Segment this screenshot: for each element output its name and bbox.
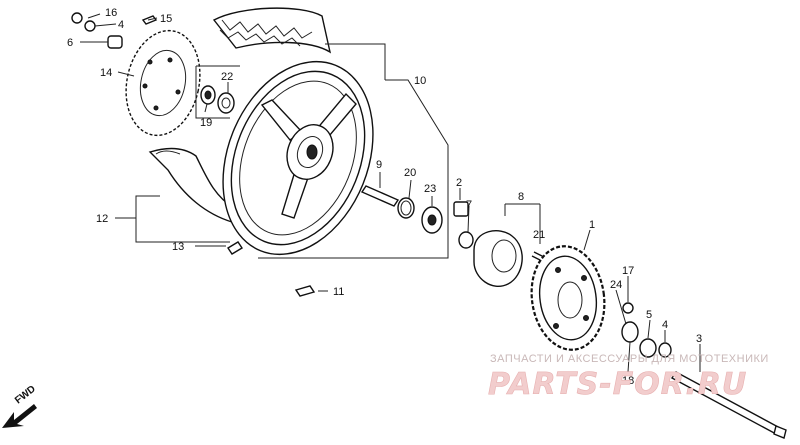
callout-1: 1 xyxy=(589,219,595,231)
callout-13: 13 xyxy=(172,241,184,253)
callout-17: 17 xyxy=(622,265,634,277)
leader-lines xyxy=(80,13,701,373)
watermark: ЗАПЧАСТИ И АКСЕССУАРЫ ДЛЯ МОТОТЕХНИКИ PA… xyxy=(488,353,769,402)
sprocket-drawing xyxy=(530,245,606,351)
axle-drawing xyxy=(670,371,787,439)
callout-6: 6 xyxy=(67,37,73,49)
bearings-left xyxy=(200,85,235,114)
callout-5: 5 xyxy=(646,309,652,321)
callout-23: 23 xyxy=(424,183,436,195)
watermark-tagline: ЗАПЧАСТИ И АКСЕССУАРЫ ДЛЯ МОТОТЕХНИКИ xyxy=(490,353,769,365)
callout-21: 21 xyxy=(533,229,545,241)
callout-10: 10 xyxy=(414,75,426,87)
callout-20: 20 xyxy=(404,167,416,179)
callout-11: 11 xyxy=(333,286,344,298)
rim-band-drawing xyxy=(148,147,235,223)
callout-2: 2 xyxy=(456,177,462,189)
callout-15: 15 xyxy=(160,13,172,25)
callout-24: 24 xyxy=(610,279,622,291)
callout-16: 16 xyxy=(105,7,117,19)
callout-labels: 16 4 15 6 14 22 19 10 9 20 23 2 7 8 21 1… xyxy=(67,7,702,387)
callout-4: 4 xyxy=(662,319,668,331)
callout-9: 9 xyxy=(376,159,382,171)
fwd-indicator: FWD xyxy=(2,384,38,428)
watermark-logo: PARTS-FOR.RU xyxy=(488,367,747,402)
callout-12: 12 xyxy=(96,213,108,225)
callout-8: 8 xyxy=(518,191,524,203)
right-hub-parts xyxy=(360,185,474,249)
fwd-arrow-icon xyxy=(2,404,37,428)
wheel-drawing xyxy=(222,60,374,256)
bolt-and-clip xyxy=(227,241,316,297)
callout-18: 18 xyxy=(622,375,634,387)
tire-drawing xyxy=(212,7,332,54)
callout-19: 19 xyxy=(200,117,212,129)
callout-22: 22 xyxy=(221,71,233,83)
callout-7: 7 xyxy=(466,199,472,211)
brake-disc-drawing xyxy=(125,29,201,137)
callout-3: 3 xyxy=(696,333,702,345)
fwd-label: FWD xyxy=(13,384,38,407)
right-small-parts xyxy=(621,302,672,358)
callout-4-top: 4 xyxy=(118,19,124,31)
callout-14: 14 xyxy=(100,67,112,79)
top-left-hardware xyxy=(71,12,158,49)
sprocket-hub-drawing xyxy=(473,230,547,287)
